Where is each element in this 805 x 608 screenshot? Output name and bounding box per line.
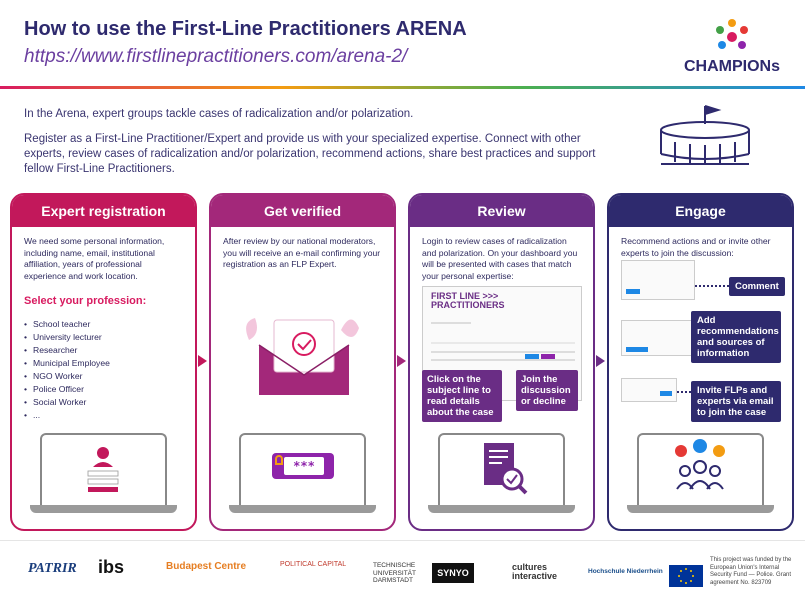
partner-logo-hochschule-niederrhein: Hochschule Niederrhein	[588, 568, 663, 575]
envelope-check-icon	[246, 318, 359, 395]
step-title: Engage	[609, 195, 792, 227]
flow-arrow	[198, 355, 207, 367]
partner-logo-political-capital: POLITICAL CAPITAL	[280, 561, 347, 568]
partner-logo-tu-darmstadt: TECHNISCHE UNIVERSITÄT DARMSTADT	[373, 562, 416, 584]
stadium-icon	[660, 105, 750, 165]
step-text: After review by our national moderators,…	[223, 236, 381, 269]
laptop-illustration	[627, 433, 774, 513]
callout-join-discussion: Join the discussion or decline	[516, 370, 578, 411]
callout-click-subject: Click on the subject line to read detail…	[422, 370, 502, 422]
list-item: School teacher	[24, 318, 183, 331]
password-mask: ***	[284, 457, 324, 475]
callout-invite-flps: Invite FLPs and experts via email to joi…	[691, 381, 781, 422]
laptop-illustration: ***	[229, 433, 376, 513]
list-item: Municipal Employee	[24, 357, 183, 370]
list-item: Police Officer	[24, 383, 183, 396]
partner-logo-synyo: SYNYO	[432, 563, 474, 583]
step-card-review: Review Login to review cases of radicali…	[408, 193, 595, 531]
step-text: Login to review cases of radicalization …	[422, 236, 578, 281]
list-item: ...	[24, 409, 183, 422]
step-card-expert-registration: Expert registration We need some persona…	[10, 193, 197, 531]
flow-arrow	[596, 355, 605, 367]
recommendation-screenshot	[621, 320, 695, 356]
flow-arrow	[397, 355, 406, 367]
laptop-illustration	[30, 433, 177, 513]
gradient-divider	[0, 86, 805, 89]
intro-line-2: Register as a First-Line Practitioner/Ex…	[24, 133, 596, 175]
screenshot-logo: FIRST LINE >>> PRACTITIONERS	[431, 291, 505, 310]
callout-comment: Comment	[729, 277, 785, 296]
community-engage-icon	[675, 439, 725, 490]
step-card-engage: Engage Recommend actions and or invite o…	[607, 193, 794, 531]
page-title: How to use the First-Line Practitioners …	[24, 18, 467, 40]
profession-list: School teacher University lecturer Resea…	[24, 318, 183, 422]
document-magnifier-icon	[484, 443, 528, 495]
step-title: Get verified	[211, 195, 394, 227]
partner-logo-budapest-centre: Budapest Centre	[166, 561, 247, 572]
step-text: We need some personal information, inclu…	[24, 236, 165, 281]
partner-logo-cultures-interactive: cultures interactive	[512, 562, 558, 581]
champions-logo: CHAMPIONs	[676, 18, 788, 82]
logo-text: CHAMPIONs	[683, 58, 780, 75]
list-item: Social Worker	[24, 396, 183, 409]
laptop-illustration	[428, 433, 575, 513]
login-user-icon	[87, 447, 119, 492]
callout-add-recommendations: Add recommendations and sources of infor…	[691, 311, 781, 363]
list-item: Researcher	[24, 344, 183, 357]
profession-title: Select your profession:	[24, 295, 147, 307]
arena-url-link[interactable]: https://www.firstlinepractitioners.com/a…	[24, 46, 408, 67]
list-item: NGO Worker	[24, 370, 183, 383]
invite-screenshot	[621, 378, 677, 402]
intro-line-1: In the Arena, expert groups tackle cases…	[24, 108, 414, 120]
step-text: Recommend actions and or invite other ex…	[621, 236, 771, 258]
eu-flag-icon	[669, 565, 703, 587]
step-title: Expert registration	[12, 195, 195, 227]
footer-divider	[0, 540, 805, 541]
lock-icon	[275, 455, 283, 465]
partner-logo-ibs: ibs	[98, 557, 125, 577]
step-card-get-verified: Get verified After review by our nationa…	[209, 193, 396, 531]
list-item: University lecturer	[24, 331, 183, 344]
champions-people-icon	[716, 19, 748, 49]
step-title: Review	[410, 195, 593, 227]
comment-screenshot	[621, 260, 695, 300]
funding-notice: This project was funded by the European …	[710, 557, 792, 586]
partner-logo-patrir: PATRIR	[28, 561, 77, 576]
